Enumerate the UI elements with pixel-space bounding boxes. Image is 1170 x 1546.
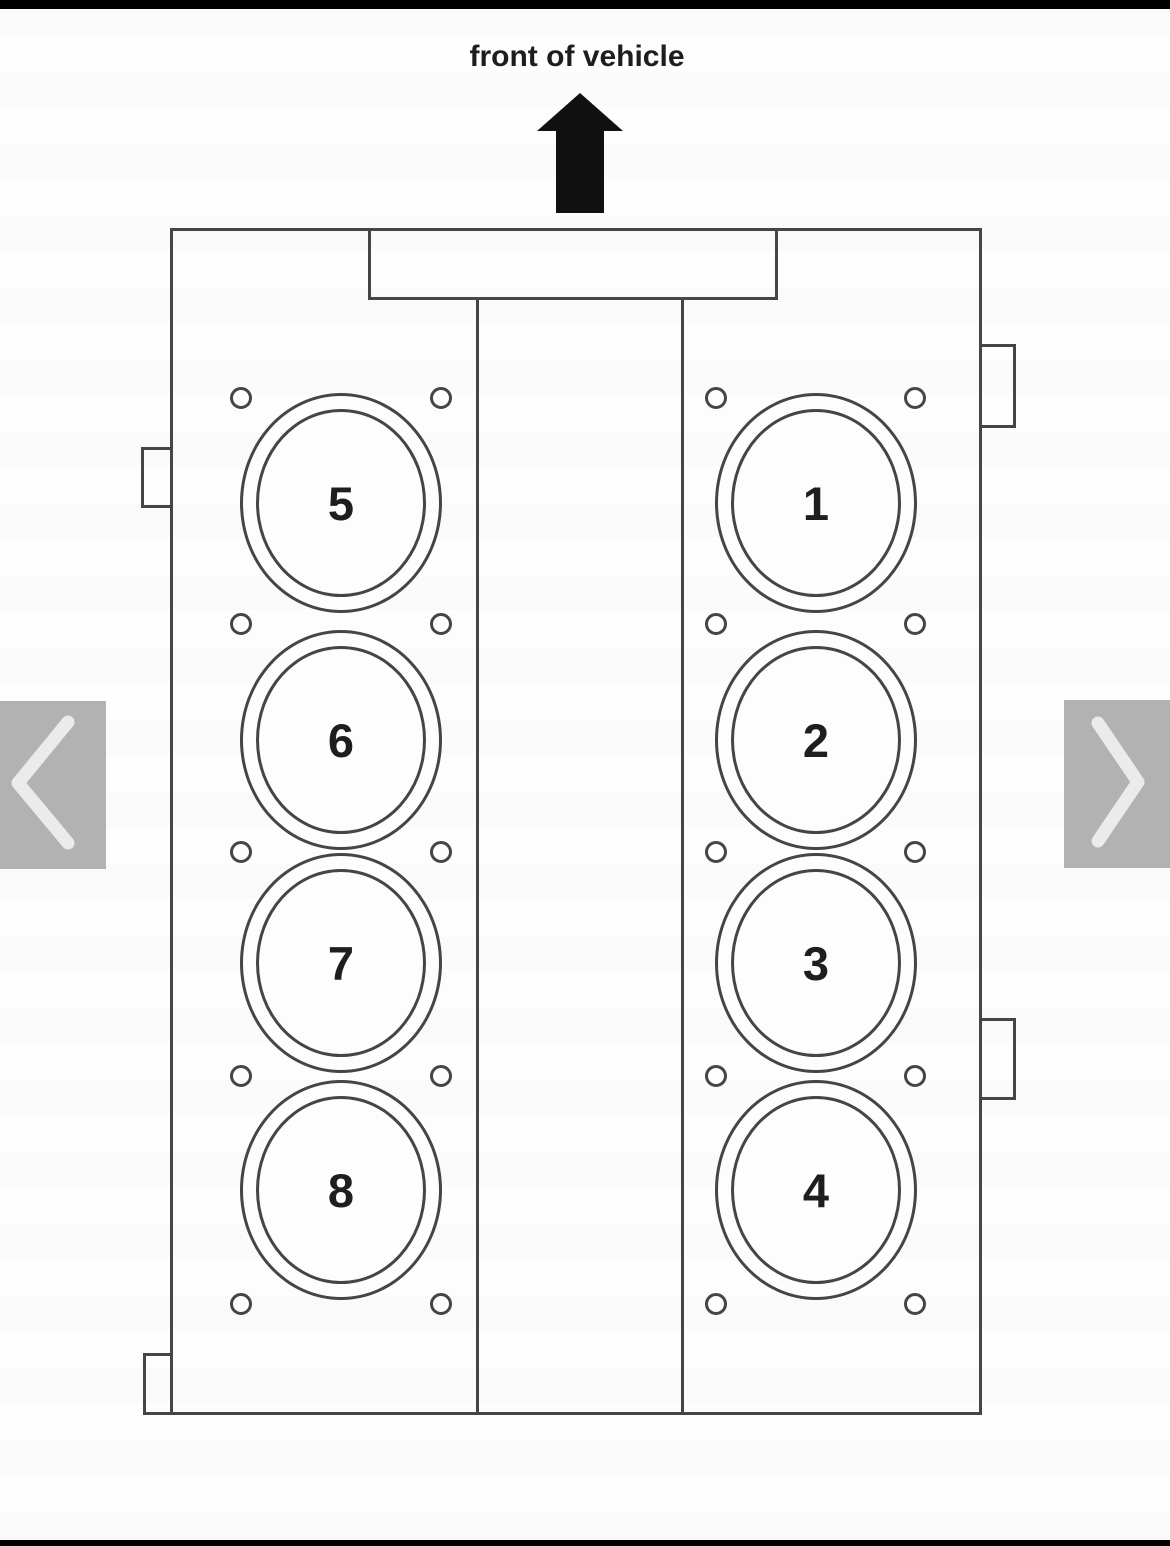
- left-edge-tab-lower: [143, 1353, 172, 1415]
- cylinder-6: 6: [240, 630, 442, 850]
- cylinder-4: 4: [715, 1080, 917, 1300]
- bolt-hole: [904, 387, 926, 409]
- bottom-letterbox-bar: [0, 1540, 1170, 1546]
- bolt-hole: [430, 613, 452, 635]
- front-of-vehicle-label: front of vehicle: [469, 40, 685, 73]
- cylinder-1-bore: [731, 409, 901, 597]
- cylinder-6-bore: [256, 646, 426, 834]
- bolt-hole: [230, 841, 252, 863]
- valley-right-edge: [681, 300, 684, 1415]
- bolt-hole: [230, 387, 252, 409]
- bolt-hole: [705, 387, 727, 409]
- bolt-hole: [430, 387, 452, 409]
- cylinder-7: 7: [240, 853, 442, 1073]
- prev-image-button[interactable]: [0, 701, 106, 869]
- cylinder-6-number: 6: [327, 713, 355, 767]
- cylinder-5: 5: [240, 393, 442, 613]
- right-edge-tab-lower: [979, 1018, 1016, 1100]
- bolt-hole: [705, 1065, 727, 1087]
- cylinder-7-number: 7: [327, 936, 355, 990]
- cylinder-3-bore: [731, 869, 901, 1057]
- bolt-hole: [230, 613, 252, 635]
- front-arrow-shaft: [556, 127, 604, 213]
- bolt-hole: [230, 1065, 252, 1087]
- cylinder-5-bore: [256, 409, 426, 597]
- left-edge-tab-upper: [141, 447, 172, 508]
- bolt-hole: [430, 841, 452, 863]
- front-cover-tab: [368, 228, 778, 300]
- bolt-hole: [705, 841, 727, 863]
- bolt-hole: [904, 1065, 926, 1087]
- cylinder-1: 1: [715, 393, 917, 613]
- cylinder-2-bore: [731, 646, 901, 834]
- bolt-hole: [705, 613, 727, 635]
- top-letterbox-bar: [0, 0, 1170, 9]
- chevron-right-icon: [1091, 716, 1145, 848]
- cylinder-7-bore: [256, 869, 426, 1057]
- cylinder-3: 3: [715, 853, 917, 1073]
- bolt-hole: [430, 1065, 452, 1087]
- right-edge-tab-upper: [979, 344, 1016, 428]
- cylinder-2-number: 2: [802, 713, 830, 767]
- bolt-hole: [904, 1293, 926, 1315]
- cylinder-5-number: 5: [327, 476, 355, 530]
- cylinder-4-bore: [731, 1096, 901, 1284]
- engine-block-outline: [170, 228, 982, 1415]
- cylinder-8-number: 8: [327, 1163, 355, 1217]
- cylinder-2: 2: [715, 630, 917, 850]
- chevron-left-icon: [11, 715, 75, 850]
- cylinder-8: 8: [240, 1080, 442, 1300]
- valley-left-edge: [476, 300, 479, 1415]
- next-image-button[interactable]: [1064, 700, 1170, 868]
- cylinder-1-number: 1: [802, 476, 830, 530]
- bolt-hole: [904, 613, 926, 635]
- bolt-hole: [230, 1293, 252, 1315]
- bolt-hole: [705, 1293, 727, 1315]
- bolt-hole: [430, 1293, 452, 1315]
- bolt-hole: [904, 841, 926, 863]
- front-arrow-icon: [537, 93, 623, 131]
- cylinder-8-bore: [256, 1096, 426, 1284]
- cylinder-3-number: 3: [802, 936, 830, 990]
- cylinder-4-number: 4: [802, 1163, 830, 1217]
